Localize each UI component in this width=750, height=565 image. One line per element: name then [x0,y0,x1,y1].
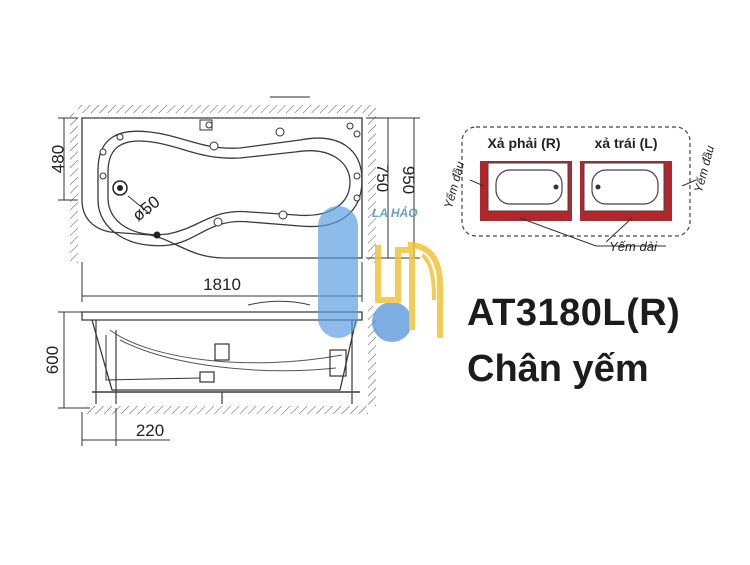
jet-icon [213,217,223,227]
leg-offset-dimension: 220 [136,421,164,440]
side-view: 600 220 [43,300,376,446]
jet-icon [353,130,361,138]
inner-width-dimension: 750 [373,164,392,192]
height-dimension: 600 [43,346,62,374]
tub-basin [107,140,351,236]
model-title: AT3180L(R) [467,292,681,334]
drain-size-label: ø50 [129,192,164,225]
jet-icon [116,133,124,141]
jet-icon [209,141,219,151]
left-drain-label: xả trái (L) [594,135,657,151]
control-panel-icon [199,119,213,131]
jet-icon [353,194,361,202]
floor-hatch [86,406,368,414]
jet-icon [99,172,107,180]
right-drain-tub-icon [480,161,572,221]
model-subtitle: Chân yếm [467,348,649,390]
tub-rim-side [81,311,363,321]
length-dimension: 1810 [203,275,241,294]
jet-icon [275,127,285,137]
jet-icon [153,231,161,239]
drain-legend: Xả phải (R) xả trái (L) Yếm dài Yếm đầu … [441,126,717,254]
wall-hatch-top [78,105,368,113]
right-apron-label: Yếm đầu [691,144,717,194]
wall-hatch-right [368,105,376,263]
tub-body-side [91,319,357,391]
jet-icon [346,122,354,130]
outer-width-dimension: 950 [399,166,418,194]
top-view: ø50 480 750 950 1810 [49,96,420,302]
long-apron-label: Yếm dài [609,239,658,254]
depth-dimension: 480 [49,145,68,173]
pump-icon [214,343,230,361]
jet-icon [99,148,107,156]
tub-shell [97,130,363,247]
watermark-logo: LA HẢO [318,205,443,342]
valve-icon [199,371,215,383]
left-drain-tub-icon [580,161,672,221]
jet-icon [205,121,213,129]
wall-hatch-left [70,113,78,263]
watermark-text: LA HẢO [372,205,418,220]
jet-icon [353,172,361,180]
jet-icon [278,210,288,220]
motor-icon [329,349,347,377]
right-drain-label: Xả phải (R) [487,135,560,151]
left-apron-label: Yếm đầu [441,160,467,210]
